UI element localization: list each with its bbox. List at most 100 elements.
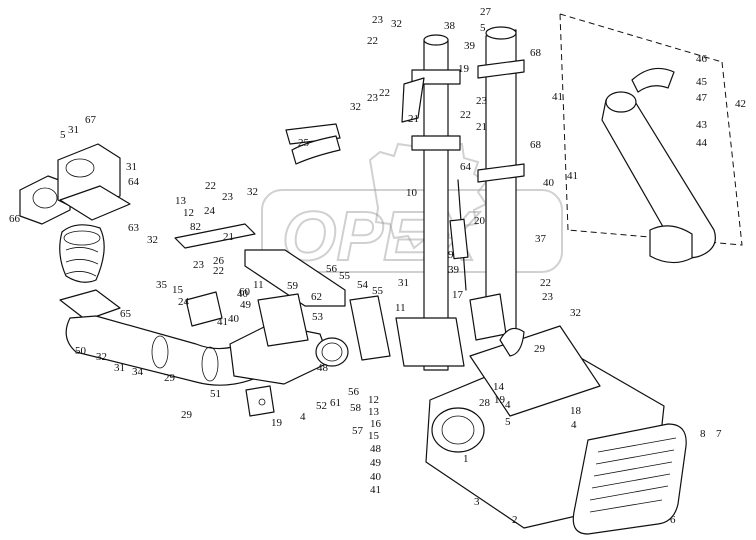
callout-numbers: 1234445556789101111121213131415151617181… bbox=[9, 6, 746, 526]
callout-c24b: 24 bbox=[178, 296, 190, 308]
callout-c21a: 21 bbox=[408, 113, 419, 125]
grille-slats bbox=[589, 437, 677, 513]
callout-c49b: 49 bbox=[370, 457, 382, 469]
callout-c9: 9 bbox=[448, 249, 454, 261]
callout-c34: 34 bbox=[132, 366, 144, 378]
callout-c22e: 22 bbox=[213, 265, 224, 277]
turnbuckle bbox=[449, 218, 469, 260]
callout-c10: 10 bbox=[406, 187, 418, 199]
callout-c41b: 41 bbox=[567, 170, 578, 182]
middle-clamp bbox=[411, 135, 461, 151]
callout-c15a: 15 bbox=[172, 284, 184, 296]
callout-c29c: 29 bbox=[534, 343, 546, 355]
upper-left-flange-assembly bbox=[19, 143, 131, 283]
callout-c59: 59 bbox=[287, 280, 299, 292]
callout-c41d: 41 bbox=[370, 484, 381, 496]
elbow-base-flange bbox=[59, 185, 131, 221]
callout-c68a: 68 bbox=[530, 47, 542, 59]
callout-c48b: 48 bbox=[370, 443, 382, 455]
callout-c41c: 41 bbox=[217, 316, 228, 328]
callout-c32f: 32 bbox=[570, 307, 581, 319]
callout-c44: 44 bbox=[696, 137, 708, 149]
callout-c8: 8 bbox=[700, 428, 706, 440]
callout-c29a: 29 bbox=[164, 372, 176, 384]
callout-c23d: 23 bbox=[476, 95, 488, 107]
lower-flange bbox=[59, 289, 121, 321]
rubber-bushing bbox=[291, 135, 341, 165]
callout-c13a: 13 bbox=[175, 195, 187, 207]
callout-c47: 47 bbox=[696, 92, 708, 104]
callout-c16: 16 bbox=[370, 418, 382, 430]
callout-c4b: 4 bbox=[571, 419, 577, 431]
callout-c31d: 31 bbox=[114, 362, 125, 374]
callout-c38: 38 bbox=[444, 20, 456, 32]
inlet-elbow bbox=[499, 327, 525, 357]
callout-c56a: 56 bbox=[326, 263, 338, 275]
callout-c2: 2 bbox=[512, 514, 518, 526]
callout-c40c: 40 bbox=[228, 313, 240, 325]
callout-c7: 7 bbox=[716, 428, 722, 440]
callout-c41a: 41 bbox=[552, 91, 563, 103]
callout-c64b: 64 bbox=[460, 161, 472, 173]
callout-c67: 67 bbox=[85, 114, 97, 126]
gasket-hole bbox=[32, 187, 58, 209]
callout-c57: 57 bbox=[352, 425, 364, 437]
callout-c21c: 21 bbox=[223, 231, 234, 243]
callout-c11a: 11 bbox=[253, 279, 264, 291]
callout-c22c: 22 bbox=[205, 180, 216, 192]
callout-c32d: 32 bbox=[147, 234, 158, 246]
callout-c20: 20 bbox=[474, 215, 486, 227]
callout-c55a: 55 bbox=[339, 270, 351, 282]
callout-c64a: 64 bbox=[128, 176, 140, 188]
callout-c15b: 15 bbox=[368, 430, 380, 442]
elbow-opening bbox=[65, 158, 95, 178]
pipe-clamp-1 bbox=[151, 335, 169, 369]
callout-c23b: 23 bbox=[367, 92, 379, 104]
muffler-inlet-inner bbox=[441, 415, 475, 445]
inset-pipe-opening bbox=[605, 91, 637, 113]
ring-clamp-inner bbox=[321, 342, 343, 362]
callout-c61: 61 bbox=[330, 397, 341, 409]
callout-c60: 60 bbox=[239, 286, 251, 298]
inset-clamp bbox=[631, 67, 675, 93]
callout-c50: 50 bbox=[75, 345, 87, 357]
vertical-tube-assembly bbox=[395, 34, 469, 371]
callout-c65: 65 bbox=[120, 308, 132, 320]
callout-c56b: 56 bbox=[348, 386, 360, 398]
callout-c4c: 4 bbox=[300, 411, 306, 423]
callout-c24a: 24 bbox=[204, 205, 216, 217]
callout-c32a: 32 bbox=[391, 18, 402, 30]
callout-c11b: 11 bbox=[395, 302, 406, 314]
callout-c5b: 5 bbox=[480, 22, 486, 34]
callout-c5a: 5 bbox=[60, 129, 66, 141]
callout-c12a: 12 bbox=[183, 207, 194, 219]
callout-c48a: 48 bbox=[317, 362, 329, 374]
stack-clamp-bottom bbox=[477, 163, 525, 183]
callout-c23f: 23 bbox=[542, 291, 554, 303]
left-brackets bbox=[174, 123, 391, 417]
callout-c53: 53 bbox=[312, 311, 324, 323]
callout-c3: 3 bbox=[474, 496, 480, 508]
callout-c63: 63 bbox=[128, 222, 140, 234]
callout-c54: 54 bbox=[357, 279, 369, 291]
callout-c13b: 13 bbox=[368, 406, 380, 418]
callout-c32e: 32 bbox=[96, 351, 107, 363]
callout-c42: 42 bbox=[735, 98, 746, 110]
exhaust-stack bbox=[477, 26, 525, 337]
bellows-rim bbox=[63, 230, 101, 246]
pipe-clamp-2 bbox=[201, 346, 219, 382]
callout-c82: 82 bbox=[190, 221, 201, 233]
callout-c19a: 19 bbox=[458, 63, 470, 75]
callout-c23a: 23 bbox=[372, 14, 384, 26]
bellows-corrugations bbox=[65, 247, 99, 277]
callout-c19b: 19 bbox=[271, 417, 283, 429]
callout-c49a: 49 bbox=[240, 299, 252, 311]
callout-c22a: 22 bbox=[367, 35, 378, 47]
callout-c40d: 40 bbox=[370, 471, 382, 483]
callout-c37: 37 bbox=[535, 233, 547, 245]
watermark-box bbox=[261, 189, 563, 273]
callout-c5c: 5 bbox=[505, 416, 511, 428]
callout-c23e: 23 bbox=[193, 259, 205, 271]
callout-c22b: 22 bbox=[379, 87, 390, 99]
callout-c14: 14 bbox=[493, 381, 505, 393]
